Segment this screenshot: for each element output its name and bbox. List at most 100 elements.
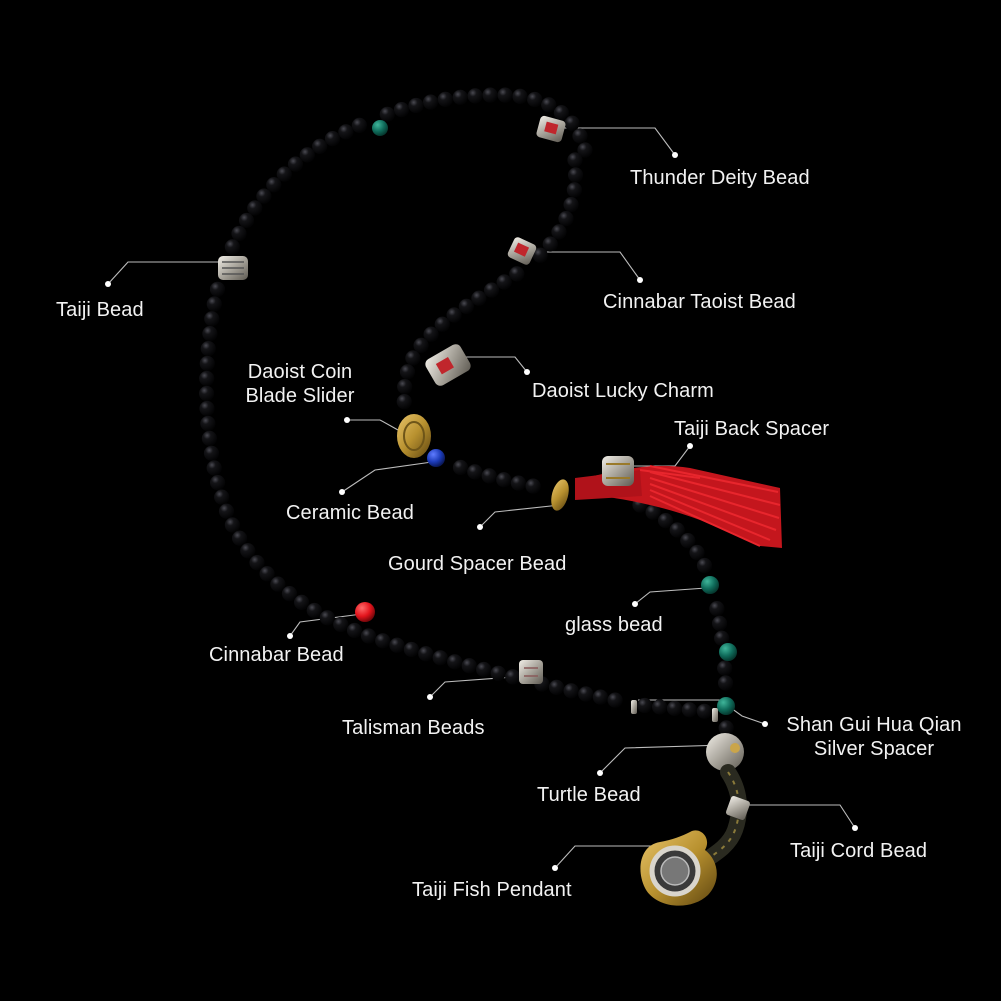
black-bead	[418, 646, 434, 662]
black-bead	[666, 700, 683, 717]
black-bead	[281, 586, 298, 602]
label-daoist-coin-line1: Daoist Coin	[247, 361, 353, 383]
black-bead	[247, 200, 263, 216]
black-bead	[224, 517, 240, 533]
black-bead	[497, 87, 513, 103]
black-bead	[512, 88, 528, 104]
label-gourd-spacer-bead: Gourd Spacer Bead	[388, 553, 567, 575]
black-bead	[434, 316, 450, 332]
leader-line	[347, 419, 399, 431]
black-bead	[199, 385, 215, 402]
black-bead	[423, 326, 439, 342]
black-bead	[249, 555, 265, 571]
black-bead	[259, 566, 275, 582]
black-bead	[652, 699, 668, 715]
black-bead	[681, 702, 698, 718]
black-bead	[447, 654, 463, 670]
black-bead	[389, 637, 405, 653]
black-bead	[299, 147, 315, 163]
black-bead	[338, 124, 354, 140]
black-bead	[413, 337, 429, 353]
black-bead	[525, 478, 541, 494]
black-bead	[408, 97, 424, 114]
bead-strands	[199, 87, 737, 736]
black-bead	[201, 430, 217, 446]
black-bead	[396, 394, 412, 410]
black-bead	[405, 350, 421, 366]
black-bead	[645, 504, 661, 520]
black-bead	[238, 212, 255, 229]
black-bead	[199, 400, 215, 417]
black-bead	[476, 661, 492, 678]
black-bead	[548, 679, 565, 696]
black-bead	[566, 182, 583, 198]
glass-green-bead	[717, 697, 735, 715]
black-bead	[496, 472, 512, 488]
label-turtle-bead: Turtle Bead	[537, 784, 641, 806]
black-bead	[319, 610, 335, 626]
black-bead	[680, 533, 696, 549]
leader-dot	[427, 694, 433, 700]
red-tassel	[575, 465, 782, 548]
black-bead	[312, 138, 328, 154]
black-bead	[452, 89, 468, 105]
black-bead	[199, 355, 215, 372]
leader-dot	[287, 633, 293, 639]
label-talisman-beads: Talisman Beads	[342, 717, 485, 739]
black-bead	[204, 311, 220, 327]
black-bead	[542, 236, 558, 252]
black-bead	[637, 697, 653, 714]
black-bead	[399, 364, 416, 380]
black-bead	[527, 91, 543, 108]
black-bead	[333, 616, 349, 633]
black-bead	[393, 102, 410, 118]
leader-dot	[762, 721, 768, 727]
label-glass-bead: glass bead	[565, 614, 663, 636]
black-bead	[266, 177, 282, 193]
leader-line	[634, 587, 707, 605]
label-daoist-coin-line2: Blade Slider	[245, 385, 355, 407]
black-bead	[484, 282, 500, 298]
black-bead	[714, 630, 730, 646]
label-daoist-lucky-charm: Daoist Lucky Charm	[532, 380, 714, 402]
black-bead	[553, 105, 570, 121]
black-bead	[532, 247, 548, 263]
leader-line	[455, 356, 528, 373]
ornaments	[218, 115, 750, 906]
black-bead	[669, 522, 685, 538]
label-ceramic-bead: Ceramic Bead	[286, 502, 414, 524]
black-bead	[558, 211, 574, 227]
leader-dot	[105, 281, 111, 287]
black-bead	[209, 281, 226, 297]
black-bead	[360, 628, 377, 644]
black-bead	[461, 658, 477, 674]
leader-dot	[852, 825, 858, 831]
leader-line	[745, 804, 856, 829]
black-bead	[199, 370, 215, 387]
leader-line	[530, 251, 641, 281]
leader-dot	[524, 369, 530, 375]
black-bead	[696, 557, 713, 574]
label-cinnabar-taoist-bead: Cinnabar Taoist Bead	[603, 291, 796, 313]
black-bead	[324, 131, 341, 147]
black-bead	[467, 464, 483, 480]
black-bead	[200, 341, 216, 357]
leader-line	[341, 461, 433, 493]
black-bead	[572, 128, 588, 144]
leader-line	[620, 445, 691, 467]
black-bead	[471, 290, 487, 306]
leader-line	[599, 744, 726, 774]
leader-dot	[339, 489, 345, 495]
black-bead	[270, 576, 286, 592]
glass-green-bead	[701, 576, 719, 594]
black-bead	[210, 475, 226, 491]
black-bead	[231, 225, 247, 242]
black-bead	[689, 544, 705, 561]
black-bead	[446, 307, 462, 323]
black-bead	[718, 675, 734, 691]
black-bead	[578, 686, 594, 702]
label-taiji-fish-pendant: Taiji Fish Pendant	[412, 879, 572, 901]
black-bead	[717, 660, 733, 676]
black-bead	[306, 602, 322, 619]
